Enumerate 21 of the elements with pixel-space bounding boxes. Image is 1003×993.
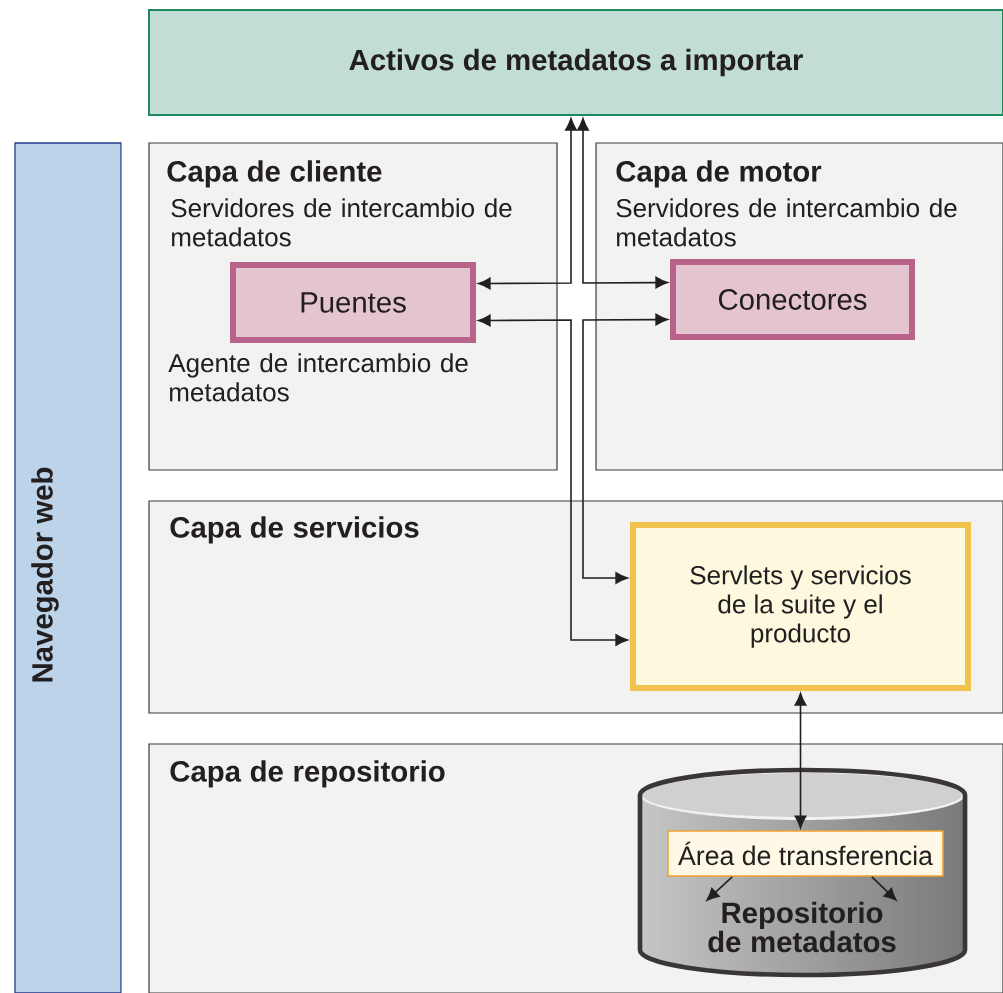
band-label: Navegador web [31, 467, 59, 682]
connector-box: Conectores [670, 259, 915, 340]
arrow [706, 876, 733, 901]
panel-text: Servidores de intercambio de metadatos [616, 198, 957, 247]
service-box: Servlets y servicios de la suite y el producto [630, 522, 971, 691]
panel-heading: Capa de cliente [167, 160, 382, 188]
panel-text: Servidores de intercambio de metadatos [171, 198, 512, 247]
arrow [794, 692, 807, 829]
database-label: Repositorio de metadatos [708, 901, 896, 953]
arrow [477, 117, 577, 290]
staging-box: Área de transferencia [667, 830, 944, 877]
arrow [577, 117, 669, 289]
arrow [477, 314, 629, 646]
panel-heading: Capa de motor [616, 160, 822, 188]
arrow [871, 876, 897, 901]
arrow [582, 313, 669, 584]
panel-text: Agente de intercambio de metadatos [168, 353, 468, 402]
header-box: Activos de metadatos a importar [148, 9, 1003, 116]
bridge-box: Puentes [230, 262, 476, 343]
panel-heading: Capa de servicios [170, 516, 419, 544]
panel-heading: Capa de repositorio [170, 760, 445, 788]
